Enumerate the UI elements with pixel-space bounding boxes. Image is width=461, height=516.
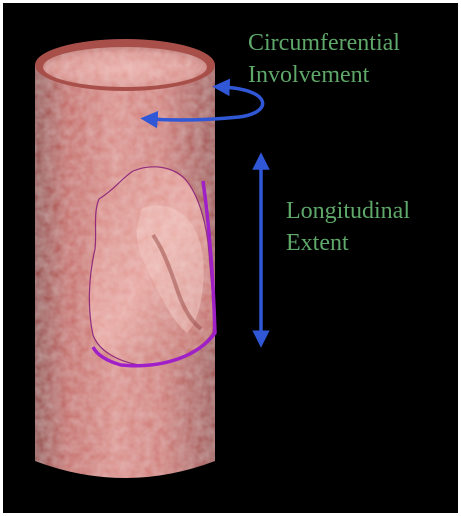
circumferential-involvement-label: Circumferential Involvement [248,27,400,91]
diagram-canvas: Circumferential Involvement Longitudinal… [3,3,458,513]
circumferential-label-line1: Circumferential [248,27,400,59]
circumferential-label-line2: Involvement [248,59,400,91]
longitudinal-extent-label: Longitudinal Extent [286,195,410,259]
longitudinal-label-line2: Extent [286,227,410,259]
vessel-lumen [43,47,207,87]
longitudinal-label-line1: Longitudinal [286,195,410,227]
